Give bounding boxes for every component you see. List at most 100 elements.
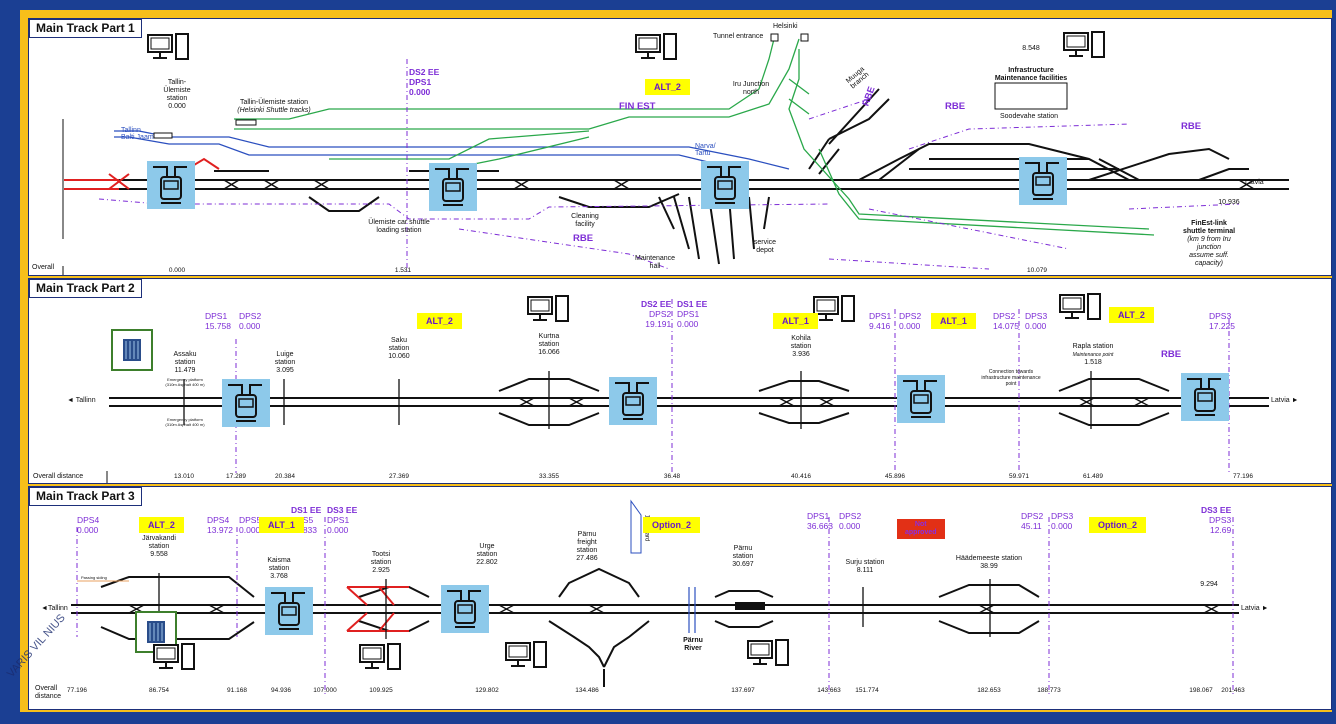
km-marker: 45.896 [885, 473, 905, 480]
narva-tartu-label: Narva/Tartu [695, 143, 716, 157]
tallinn-label: ◄ Tallinn [67, 397, 96, 404]
substation-icon [265, 587, 313, 635]
option-2-badge: Option_2 [1089, 517, 1146, 533]
station-label-parnu-freight: Pärnufreightstation27.486 [576, 531, 597, 563]
km-marker: 40.416 [791, 473, 811, 480]
km-marker: 10.079 [1027, 267, 1047, 274]
fin-est-label: FIN EST [619, 101, 655, 112]
substation-icon [897, 375, 945, 423]
computer-icon [813, 295, 857, 328]
substation-icon [1181, 373, 1229, 421]
km-marker: 33.355 [539, 473, 559, 480]
km-marker: 107.000 [313, 687, 337, 694]
km-marker: 94.936 [271, 687, 291, 694]
soodevahe-label: Soodevahe station [1000, 113, 1058, 121]
substation-icon [147, 161, 195, 209]
main-track-part-3-panel: Main Track Part 3 [28, 486, 1332, 710]
km-marker: 86.754 [149, 687, 169, 694]
alt-1-badge: ALT_1 [931, 313, 976, 329]
computer-icon [635, 33, 679, 66]
alt-2-badge: ALT_2 [139, 517, 184, 533]
tunnel-entrance-label: Tunnel entrance [713, 33, 763, 40]
km-marker: 151.774 [855, 687, 879, 694]
km-marker: 129.802 [475, 687, 499, 694]
computer-icon [359, 643, 403, 676]
km-marker: 134.486 [575, 687, 599, 694]
parnu-river-label: PärnuRiver [683, 637, 703, 653]
dps-label: DS2 EEDPS219.191 [641, 299, 671, 329]
computer-icon [527, 295, 571, 328]
main-track-part-2-panel: Main Track Part 2 [28, 278, 1332, 484]
km-marker: 13.010 [174, 473, 194, 480]
computer-icon [147, 33, 191, 66]
dps-label: DPS30.000 [1025, 311, 1047, 331]
km-marker: 17.289 [226, 473, 246, 480]
computer-icon [1063, 31, 1107, 64]
computer-icon [153, 643, 197, 676]
station-label-parnu: Pärnustation30.697 [732, 545, 753, 569]
option-2-badge: Option_2 [643, 517, 700, 533]
transformer-icon [111, 329, 153, 371]
substation-icon [609, 377, 657, 425]
dps-label: DPS20.000 [239, 311, 261, 331]
rbe-label: RBE [573, 233, 593, 244]
km-marker: 59.971 [1009, 473, 1029, 480]
km-marker: 77.196 [67, 687, 87, 694]
km-marker: 109.925 [369, 687, 393, 694]
passing-siding-label: Passing siding [81, 575, 107, 580]
alt-2-badge: ALT_2 [645, 79, 690, 95]
computer-icon [1059, 293, 1103, 326]
dps-label: DPS20.000 [899, 311, 921, 331]
km-marker: 1.531 [395, 267, 411, 274]
km-marker: 36.48 [664, 473, 680, 480]
computer-icon [505, 641, 549, 674]
rbe-label: RBE [1161, 349, 1181, 360]
km-marker: 198.067 [1189, 687, 1213, 694]
km-label: 10.936 [1218, 199, 1239, 207]
km-marker: 188.773 [1037, 687, 1061, 694]
km-marker: 143.663 [817, 687, 841, 694]
substation-icon [222, 379, 270, 427]
main-track-part-1-panel: Main Track Part 1 [28, 18, 1332, 276]
km-marker: 61.489 [1083, 473, 1103, 480]
computer-icon [747, 639, 791, 672]
station-label-ulemiste: Tallin-Ülemistestation0.000 [163, 79, 190, 111]
km-marker: 91.168 [227, 687, 247, 694]
km-marker: 20.384 [275, 473, 295, 480]
km-marker: 0.000 [169, 267, 185, 274]
km-marker: 27.369 [389, 473, 409, 480]
dps-label: DPS50.000 [239, 515, 261, 535]
alt-2-badge: ALT_2 [417, 313, 462, 329]
substation-icon [429, 163, 477, 211]
substation-icon [1019, 157, 1067, 205]
tallinn-balti-jaam-label: TallinnBalti Jaam [121, 127, 154, 141]
alt-1-badge: ALT_1 [259, 517, 304, 533]
km-marker: 77.196 [1233, 473, 1253, 480]
